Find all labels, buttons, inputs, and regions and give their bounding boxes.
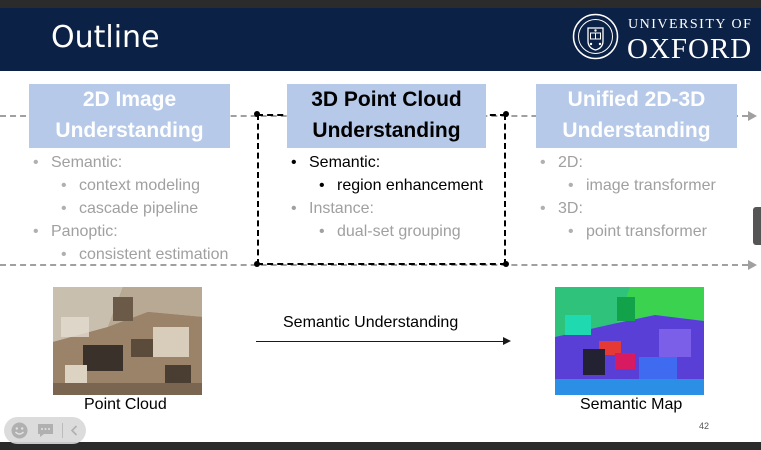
oxford-crest-icon bbox=[572, 13, 619, 60]
topic-heading-line: Understanding bbox=[55, 119, 204, 142]
topic-heading-line: Unified 2D-3D bbox=[567, 88, 706, 111]
point-cloud-caption: Point Cloud bbox=[84, 396, 167, 413]
bullet-item: Semantic: bbox=[291, 151, 483, 174]
bottom-guide-arrowhead bbox=[748, 260, 757, 270]
slide-title: Outline bbox=[51, 20, 160, 55]
logo-line-oxford: OXFORD bbox=[627, 33, 753, 65]
topic-heading-line: Understanding bbox=[312, 119, 461, 142]
topic-unified-2d-3d: Unified 2D-3D Understanding bbox=[536, 84, 737, 148]
chevron-left-icon[interactable] bbox=[65, 421, 84, 440]
slide: Outline UNIVERSITY OF OXFORD 2D Image U bbox=[0, 8, 761, 442]
sub-bullet-item: point transformer bbox=[540, 220, 716, 243]
semantic-map-image bbox=[555, 287, 704, 395]
sub-bullet-item: context modeling bbox=[33, 174, 228, 197]
page-number: 42 bbox=[699, 421, 710, 431]
flow-arrow-line bbox=[256, 341, 504, 342]
bullets-unified-2d-3d: 2D: image transformer 3D: point transfor… bbox=[540, 151, 716, 243]
highlight-corner-dot bbox=[254, 261, 260, 267]
flow-label: Semantic Understanding bbox=[283, 314, 459, 331]
semantic-map-render bbox=[555, 287, 704, 395]
bullet-item: 3D: bbox=[540, 197, 716, 220]
bullet-item: 2D: bbox=[540, 151, 716, 174]
top-guide-arrowhead bbox=[748, 111, 757, 121]
sub-bullet-item: consistent estimation bbox=[33, 243, 228, 266]
presentation-toolbar bbox=[4, 417, 86, 444]
topic-3d-point-cloud: 3D Point Cloud Understanding bbox=[287, 84, 486, 148]
topic-heading-line: 3D Point Cloud bbox=[311, 88, 462, 111]
smiley-icon[interactable] bbox=[10, 421, 29, 440]
bullet-item: Instance: bbox=[291, 197, 483, 220]
bullets-2d-image: Semantic: context modeling cascade pipel… bbox=[33, 151, 228, 266]
point-cloud-image bbox=[53, 287, 202, 395]
logo-line-university: UNIVERSITY OF bbox=[628, 17, 753, 32]
topic-2d-image: 2D Image Understanding bbox=[29, 84, 230, 148]
topic-heading-line: 2D Image bbox=[82, 88, 177, 111]
side-panel-tab[interactable] bbox=[753, 207, 761, 245]
sub-bullet-item: cascade pipeline bbox=[33, 197, 228, 220]
highlight-corner-dot bbox=[503, 261, 509, 267]
chat-icon[interactable] bbox=[36, 421, 55, 440]
sub-bullet-item: image transformer bbox=[540, 174, 716, 197]
bullets-3d-point-cloud: Semantic: region enhancement Instance: d… bbox=[291, 151, 483, 243]
sub-bullet-item: region enhancement bbox=[291, 174, 483, 197]
highlight-corner-dot bbox=[254, 111, 260, 117]
semantic-map-caption: Semantic Map bbox=[580, 396, 683, 413]
highlight-corner-dot bbox=[503, 111, 509, 117]
toolbar-separator bbox=[62, 423, 63, 438]
flow-arrowhead-icon bbox=[503, 337, 511, 345]
slide-header: Outline UNIVERSITY OF OXFORD bbox=[0, 8, 761, 71]
point-cloud-render bbox=[53, 287, 202, 395]
bullet-item: Semantic: bbox=[33, 151, 228, 174]
bottom-dashed-guide bbox=[0, 264, 748, 266]
sub-bullet-item: dual-set grouping bbox=[291, 220, 483, 243]
university-logo: UNIVERSITY OF OXFORD bbox=[572, 13, 757, 67]
bullet-item: Panoptic: bbox=[33, 220, 228, 243]
topic-heading-line: Understanding bbox=[562, 119, 711, 142]
